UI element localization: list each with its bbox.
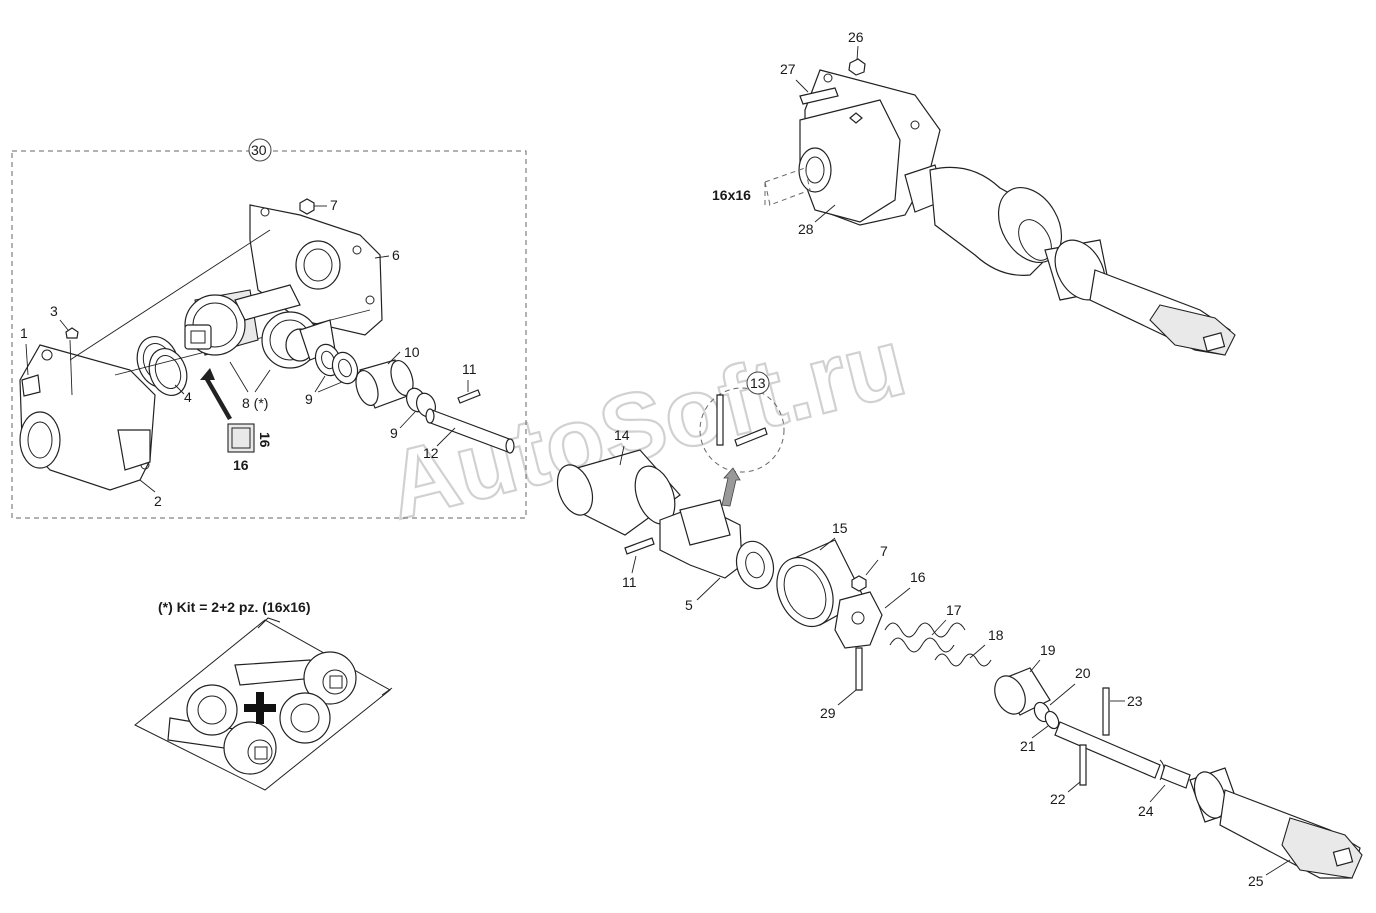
size-label-16-b: 16 [257,432,273,448]
callout-10: 10 [404,344,420,360]
callout-17: 17 [946,602,962,618]
detail-pin-13b [734,427,768,447]
ring-21 [1044,710,1060,730]
callout-circle-30 [248,138,272,162]
pin-23 [1102,687,1110,736]
grease-nipple-3 [65,327,79,339]
detail-13-circle [699,387,785,473]
callout-9b: 9 [390,425,398,441]
shaft-24 [1054,721,1191,789]
bevel-gear-8a [184,284,301,356]
gearbox-housing-2 [19,344,156,491]
callout-4: 4 [184,389,192,405]
bolt-27 [799,87,839,105]
callout-20: 20 [1075,665,1091,681]
kit-bag [134,617,393,791]
callout-8: 8 (*) [242,395,268,411]
bushing-10 [355,359,414,409]
detail-pin-13 [716,394,724,446]
clutch-hub-16 [834,591,883,649]
callout-12: 12 [423,445,439,461]
housing-cover-6 [249,204,383,336]
driveline-top [904,164,1236,356]
output-yoke-25 [1189,767,1363,879]
callout-7a: 7 [330,197,338,213]
bolt-29 [855,647,863,691]
callout-15: 15 [832,520,848,536]
callout-7b: 7 [880,543,888,559]
callout-21: 21 [1020,738,1036,754]
callout-14: 14 [614,427,630,443]
gearbox-housing-top [798,69,941,226]
callout-3: 3 [50,303,58,319]
nut-7b [851,575,867,592]
pin-22 [1079,744,1087,786]
square-shaft-stub [764,167,811,206]
callout-27: 27 [780,61,796,77]
washers-9b [405,387,437,418]
arrow-to-square [200,368,232,420]
callout-18: 18 [988,627,1004,643]
callout-11b: 11 [622,574,637,590]
callout-16: 16 [910,569,926,585]
kit-gear-shaft-a [234,651,357,705]
callout-25: 25 [1248,873,1264,889]
kit-bevel-gear-d [279,692,331,744]
callout-23: 23 [1127,693,1143,709]
callout-24: 24 [1138,803,1154,819]
yoke-5 [659,499,775,590]
size-label-16-a: 16 [233,457,249,473]
spring-17 [884,622,966,653]
callout-5: 5 [685,597,693,613]
kit-bevel-gear-c [186,684,238,736]
callout-13: 13 [750,375,766,391]
washers-9 [314,343,359,385]
arrow-detail-13 [721,467,741,507]
callout-30: 30 [251,142,267,158]
callout-28: 28 [798,221,814,237]
plug-1 [21,374,41,397]
callout-6: 6 [392,247,400,263]
pin-11a [457,389,481,404]
callout-circle-13 [746,371,770,395]
plus-icon [244,692,276,724]
tube-14 [556,449,681,536]
nut-26 [848,58,866,76]
kit-caption: (*) Kit = 2+2 pz. (16x16) [158,599,311,615]
spring-18 [934,653,992,667]
callout-2: 2 [154,493,162,509]
pin-11b [624,537,655,555]
callout-19: 19 [1040,642,1056,658]
shaft-12 [425,408,515,454]
callout-1: 1 [20,325,28,341]
callout-22: 22 [1050,791,1066,807]
size-label-16x16: 16x16 [712,187,751,203]
callout-9a: 9 [305,391,313,407]
callout-11a: 11 [462,361,477,377]
nut-7a [299,198,315,215]
callout-26: 26 [848,29,864,45]
callout-29: 29 [820,705,836,721]
